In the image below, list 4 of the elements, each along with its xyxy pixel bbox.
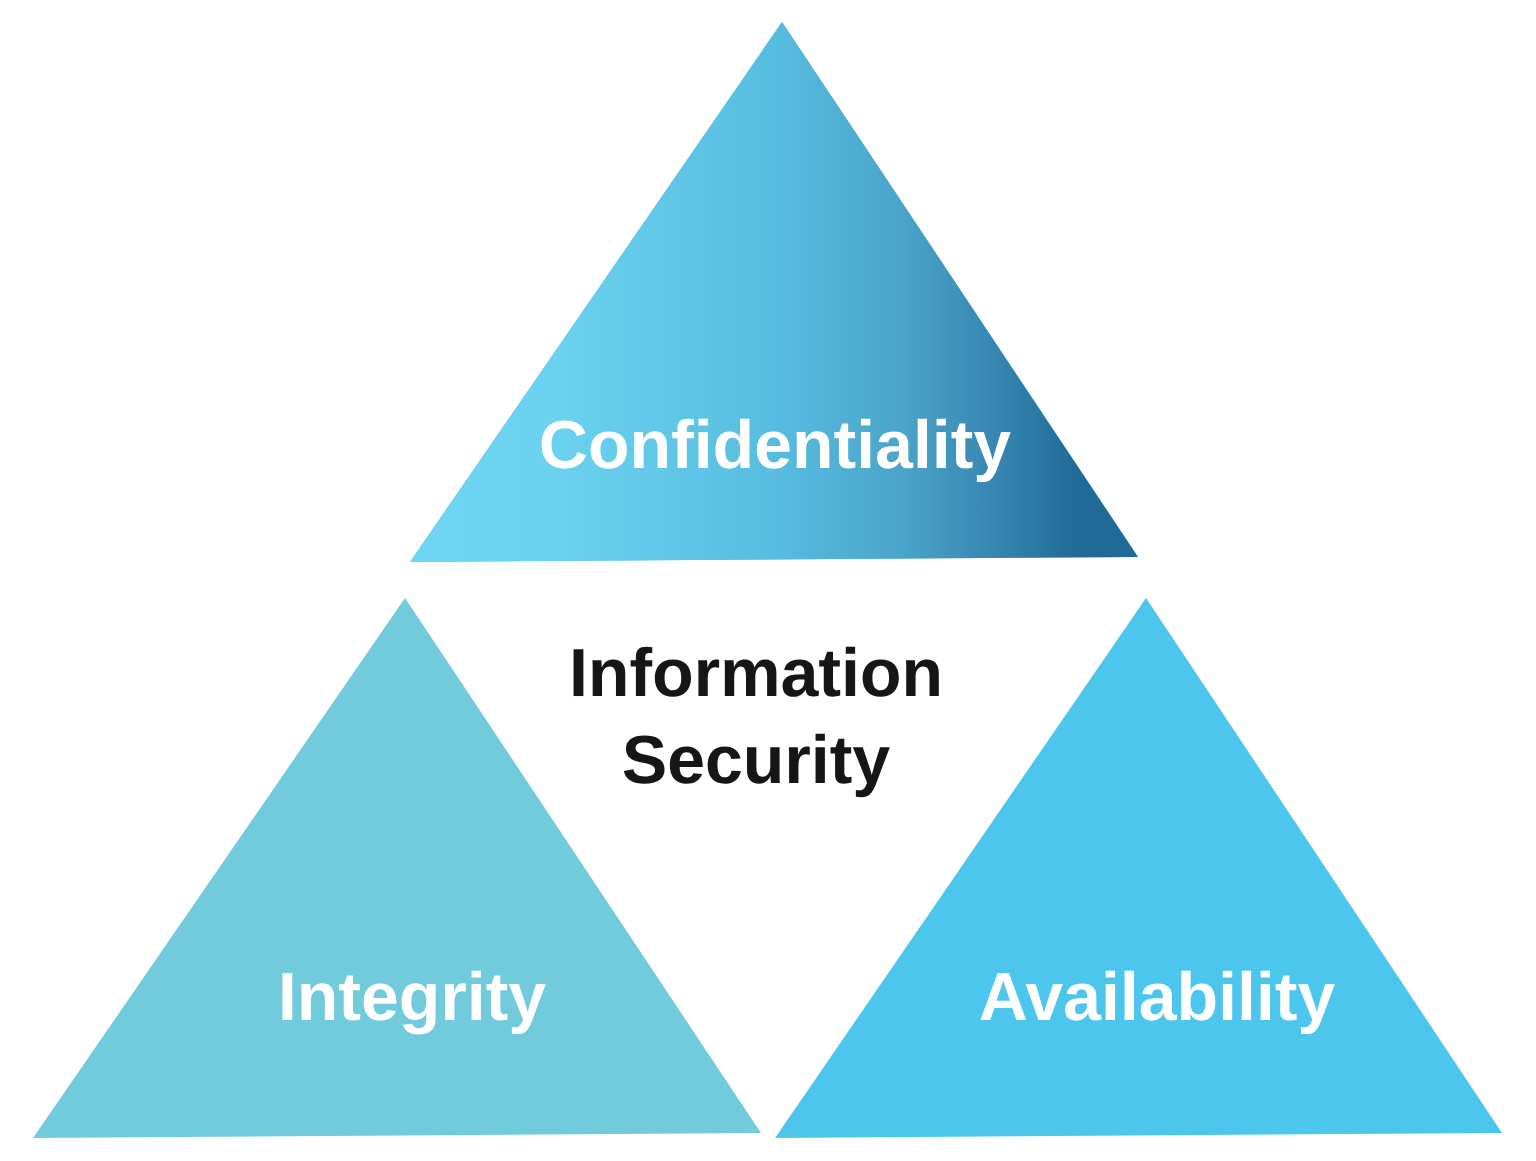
center-title: Information Security	[573, 646, 939, 798]
triangle-label: Integrity	[282, 970, 546, 1035]
triangle-label: Availability	[980, 970, 1335, 1035]
triangle-label: Confidentiality	[541, 418, 1011, 483]
